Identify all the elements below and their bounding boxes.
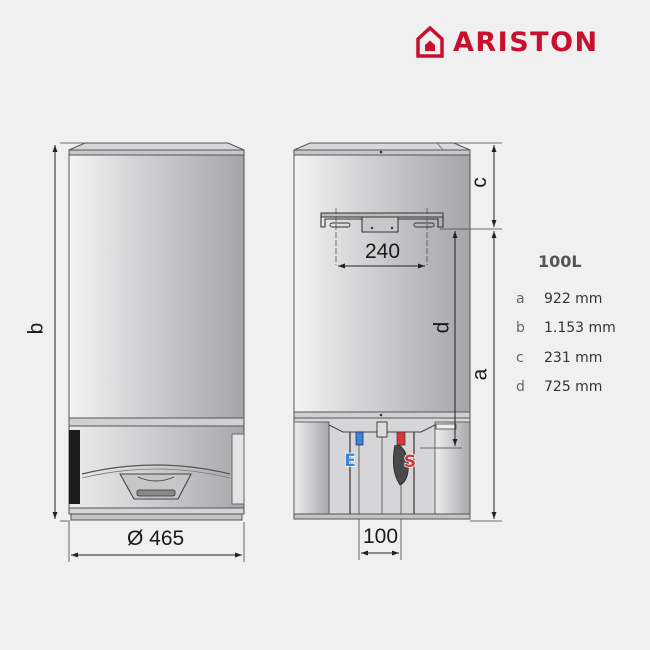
spec-value: 1.153 mm bbox=[544, 320, 616, 337]
spec-row-c: c 231 mm bbox=[510, 343, 640, 373]
spec-value: 922 mm bbox=[544, 290, 603, 307]
brand-name: ARISTON bbox=[453, 26, 599, 58]
spec-key: d bbox=[516, 379, 525, 396]
svg-text:E: E bbox=[344, 451, 356, 471]
model-title: 100L bbox=[538, 252, 582, 271]
dimension-c-a-d bbox=[420, 142, 502, 522]
spec-row-d: d 725 mm bbox=[510, 373, 640, 403]
dimension-b bbox=[52, 142, 84, 522]
label-100: 100 bbox=[363, 525, 399, 548]
inlet-label-E: E bbox=[343, 450, 356, 471]
spec-key: c bbox=[516, 349, 524, 366]
label-d: d bbox=[430, 321, 454, 334]
spec-key: a bbox=[516, 290, 525, 307]
brand-logo: ARISTON bbox=[415, 25, 599, 59]
label-b: b bbox=[24, 322, 48, 335]
spec-key: b bbox=[516, 320, 525, 337]
spec-table: 100L a 922 mm b 1.153 mm c 231 mm d 725 … bbox=[510, 252, 640, 402]
spec-row-a: a 922 mm bbox=[510, 284, 640, 314]
hot-outlet-pipe bbox=[396, 431, 406, 446]
label-240: 240 bbox=[365, 240, 401, 263]
house-logo-icon bbox=[416, 25, 444, 58]
dimension-diameter bbox=[68, 522, 245, 562]
label-a: a bbox=[468, 368, 492, 381]
spec-value: 231 mm bbox=[544, 349, 603, 366]
outlet-label-S: S bbox=[403, 451, 417, 472]
front-view bbox=[68, 142, 245, 521]
side-view bbox=[293, 142, 471, 560]
label-diameter: Ø 465 bbox=[127, 527, 185, 550]
wall-bracket bbox=[320, 208, 444, 265]
cold-inlet-pipe bbox=[355, 431, 364, 446]
svg-text:S: S bbox=[404, 452, 416, 472]
spec-row-b: b 1.153 mm bbox=[510, 314, 640, 344]
label-c: c bbox=[467, 177, 491, 188]
spec-value: 725 mm bbox=[544, 379, 603, 396]
